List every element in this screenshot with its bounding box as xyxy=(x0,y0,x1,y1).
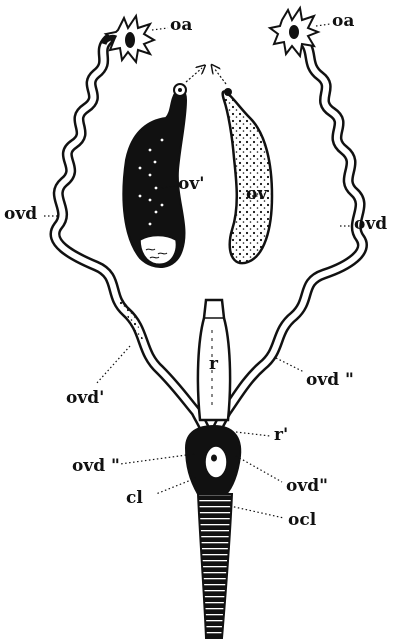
left-ostium xyxy=(104,16,154,62)
tail-tube xyxy=(198,494,232,638)
label-ov-prime: ov' xyxy=(178,176,204,193)
label-ovd-dprime-low: ovd" xyxy=(286,478,328,495)
left-ovary xyxy=(123,84,186,267)
label-cl: cl xyxy=(126,490,143,507)
label-ovd-dprime-right: ovd " xyxy=(306,372,354,389)
label-ovd-left: ovd xyxy=(4,206,37,223)
label-ovd-prime: ovd' xyxy=(66,390,104,407)
label-r: r xyxy=(209,356,218,373)
label-ov: ov xyxy=(246,186,267,203)
label-ovd-dprime-left: ovd " xyxy=(72,458,120,475)
label-oa-right: oa xyxy=(332,13,354,30)
label-ovd-right: ovd xyxy=(354,216,387,233)
direction-arrows xyxy=(186,68,226,84)
label-oa-left: oa xyxy=(170,17,192,34)
label-r-prime: r' xyxy=(274,427,288,444)
label-ocl: ocl xyxy=(288,512,316,529)
right-ovary xyxy=(223,88,272,263)
